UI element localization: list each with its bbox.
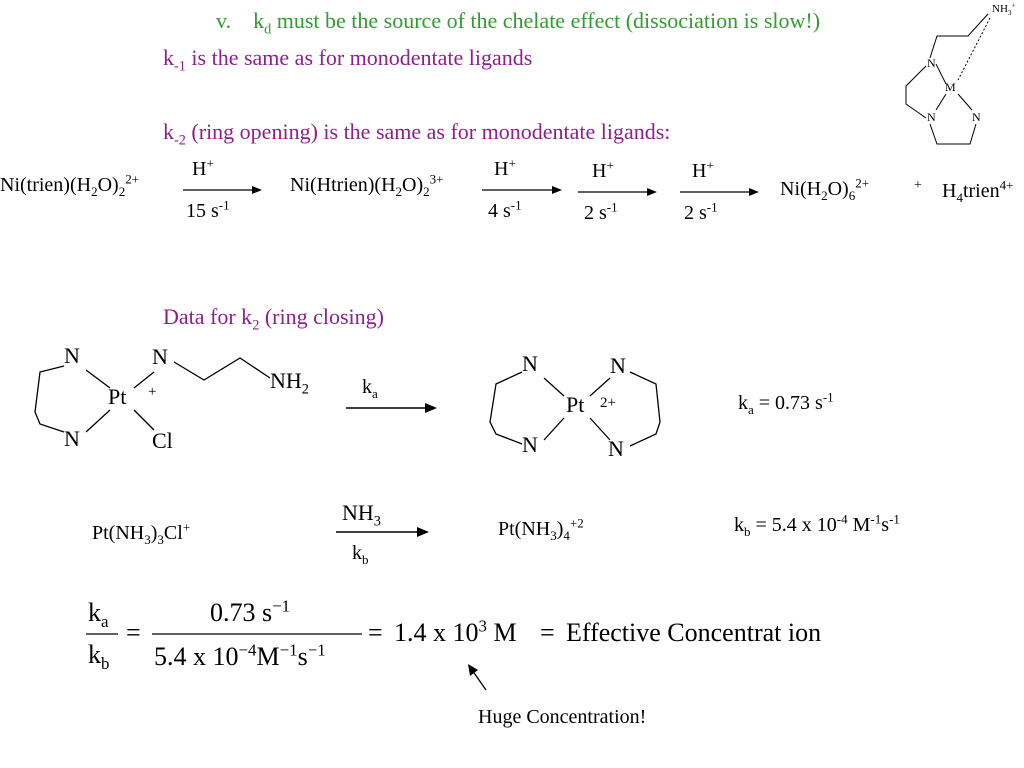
ka-arrow-label: ka (362, 376, 378, 401)
eq-numerator: 0.73 s−1 (210, 596, 291, 627)
scheme-arrowheads (252, 186, 759, 196)
arrow-1-top-label: H+ (192, 155, 214, 180)
ka-value: ka = 0.73 s-1 (738, 389, 834, 417)
scheme-arrows (183, 189, 752, 193)
note-arrow-line (471, 669, 487, 691)
species-ni-h2o6: Ni(H2O)62+ (780, 175, 870, 203)
pt-right-n-bottom-right: N (608, 436, 624, 461)
eq-equals-1: = (126, 618, 141, 647)
pt-left-nh2: NH2 (270, 368, 309, 398)
pt-right-n-bottom-left: N (522, 432, 538, 457)
species-ni-htrien: Ni(Htrien)(H2O)23+ (290, 171, 444, 199)
arrow-2-bottom-label: 4 s-1 (488, 197, 522, 222)
pt-left-pt: Pt (108, 384, 127, 409)
pt-left-n-top: N (64, 343, 80, 368)
pt-right-n-top-left: N (522, 351, 538, 376)
eq-ka: ka (88, 598, 109, 632)
header-line-1: v.kd must be the source of the chelate e… (216, 8, 821, 38)
header-line-2: k-1 is the same as for monodentate ligan… (163, 45, 533, 75)
pt-left-charge: + (148, 384, 157, 400)
ka-arrowhead (425, 403, 437, 413)
pt-right-bonds (489, 371, 661, 447)
eq-equals-3: = (540, 618, 555, 647)
inset-m-label: M (945, 80, 956, 94)
inset-n-top: N (927, 56, 936, 70)
pt-left-cl: Cl (152, 428, 173, 453)
inset-n-right: N (972, 110, 981, 124)
list-numeral: v. (216, 8, 232, 33)
pt-right-charge: 2+ (600, 395, 616, 411)
arrow-4-top-label: H+ (692, 157, 714, 182)
pt-right-n-top-right: N (610, 353, 626, 378)
inset-nh3-label: NH3+ (992, 1, 1016, 18)
arrow-3-top-label: H+ (592, 157, 614, 182)
pt-right-pt: Pt (566, 392, 585, 417)
kb-arrowhead (417, 527, 429, 537)
kb-value: kb = 5.4 x 10-4 M-1s-1 (734, 511, 900, 539)
huge-concentration-note: Huge Concentration! (478, 706, 647, 728)
arrow-3-bottom-label: 2 s-1 (584, 199, 618, 224)
header-line-3: k-2 (ring opening) is the same as for mo… (163, 119, 671, 149)
inset-trien-bonds (905, 13, 991, 145)
species-ni-trien: Ni(trien)(H2O)22+ (0, 171, 140, 199)
arrow-2-top-label: H+ (494, 155, 516, 180)
pt-nh3-4: Pt(NH3)4+2 (498, 515, 584, 543)
pt-left-n-arm: N (152, 344, 168, 369)
kb-arrow-label: kb (352, 542, 369, 567)
eq-equals-2: = (368, 618, 383, 647)
pt-nh3-3-cl: Pt(NH3)3Cl+ (92, 519, 191, 547)
arrow-1-bottom-label: 15 s-1 (186, 197, 230, 222)
pt-left-n-bottom: N (64, 426, 80, 451)
scheme-plus: + (914, 178, 922, 193)
nh3-arrow-label: NH3 (342, 500, 381, 530)
eq-result: 1.4 x 103 M (394, 616, 517, 647)
data-section-title: Data for k2 (ring closing) (163, 304, 384, 334)
eq-effective-concentration: Effective Concentrat ion (566, 618, 822, 647)
pt-left-bonds (34, 357, 271, 433)
eq-denominator: 5.4 x 10−4M−1s−1 (154, 640, 326, 671)
eq-kb: kb (88, 640, 110, 674)
species-h4trien: H4trien4+ (942, 177, 1014, 205)
note-arrowhead (468, 664, 478, 676)
inset-n-bottom: N (927, 110, 936, 124)
arrow-4-bottom-label: 2 s-1 (684, 199, 718, 224)
